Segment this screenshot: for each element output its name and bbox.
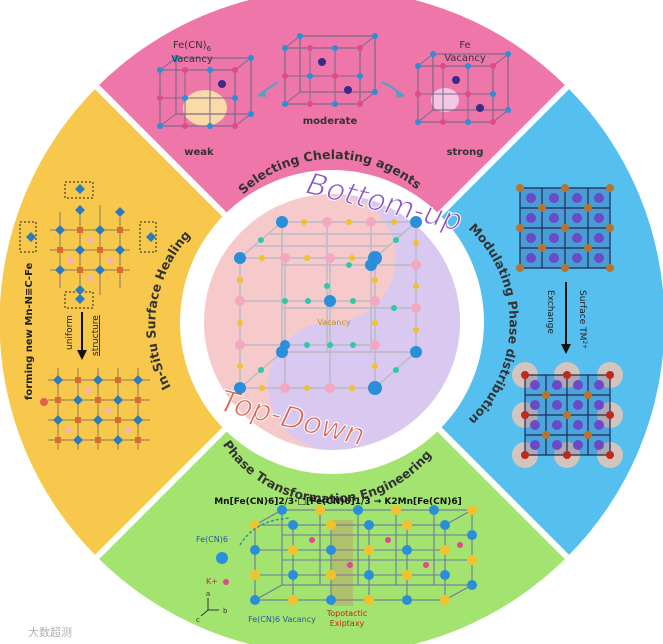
left-lattice-bottom [40,368,150,450]
axis-a-label: a [206,590,210,598]
fe-vacancy-label-2: Vacancy [444,53,486,64]
forming-new-label: forming new Mn-N≡C-Fe [24,263,35,400]
exchange-label-2: Exchange [545,290,555,334]
top-panel: Fe(CN)6 Vacancy Fe Vacancy weak moderate… [157,33,511,158]
axis-triad [200,598,219,617]
axis-b-label: b [223,607,228,615]
right-panel: Surface TM2+ Exchange [512,184,623,468]
vacancy-label: Vacancy [317,318,351,327]
right-lattice-bottom [512,362,623,468]
right-quadrant [332,87,663,557]
svg-text:Surface TM2+: Surface TM2+ [577,290,588,349]
watermark: 大数超测 [28,625,72,639]
left-lattice-top [19,181,157,309]
exiptaxy-label: Exiptaxy [330,619,365,628]
bottom-panel: Mn[Fe(CN)6]2/3·□[Fe(CN)6]1/3 → K2Mn[Fe(C… [196,497,477,628]
exchange-label: Surface TM2+ [577,290,588,349]
fecn6-vacancy-label: Fe(CN)6 Vacancy [248,615,316,624]
reaction-equation: Mn[Fe(CN)6]2/3·□[Fe(CN)6]1/3 → K2Mn[Fe(C… [214,497,462,507]
axis-c-label: c [196,616,200,624]
structure-label: structure [91,315,101,356]
k-ion-icon [223,579,229,585]
weak-label: weak [184,147,214,158]
lattice-atoms [234,216,422,395]
arrow-to-strong [381,81,405,97]
fecn6-label: Fe(CN)6 [196,535,228,544]
strong-label: strong [447,147,484,158]
topotactic-label: Topotactic [326,609,368,618]
lattice-weak [157,55,254,129]
fecn6-icon [216,552,228,564]
fe-vacancy-label: Fe [459,40,470,51]
moderate-label: moderate [303,116,358,127]
k-label: K+ [206,577,218,586]
top-quadrant [97,0,567,322]
lattice-strong [415,51,511,125]
center-yin-yang: Bottom-up Top-Down [204,166,466,454]
fecn-vacancy-label-2: Vacancy [171,54,213,65]
uniform-label: uniform [65,315,75,350]
fecn-vacancy-label: Fe(CN)6 [173,40,212,53]
right-lattice-top-atoms [516,184,614,272]
lattice-moderate [282,33,378,107]
bottom-quadrant [97,322,567,644]
bottom-lattice-atoms [250,505,477,605]
bottom-lattice [254,509,473,601]
left-panel: forming new Mn-N≡C-Fe uniform structure [19,181,157,450]
